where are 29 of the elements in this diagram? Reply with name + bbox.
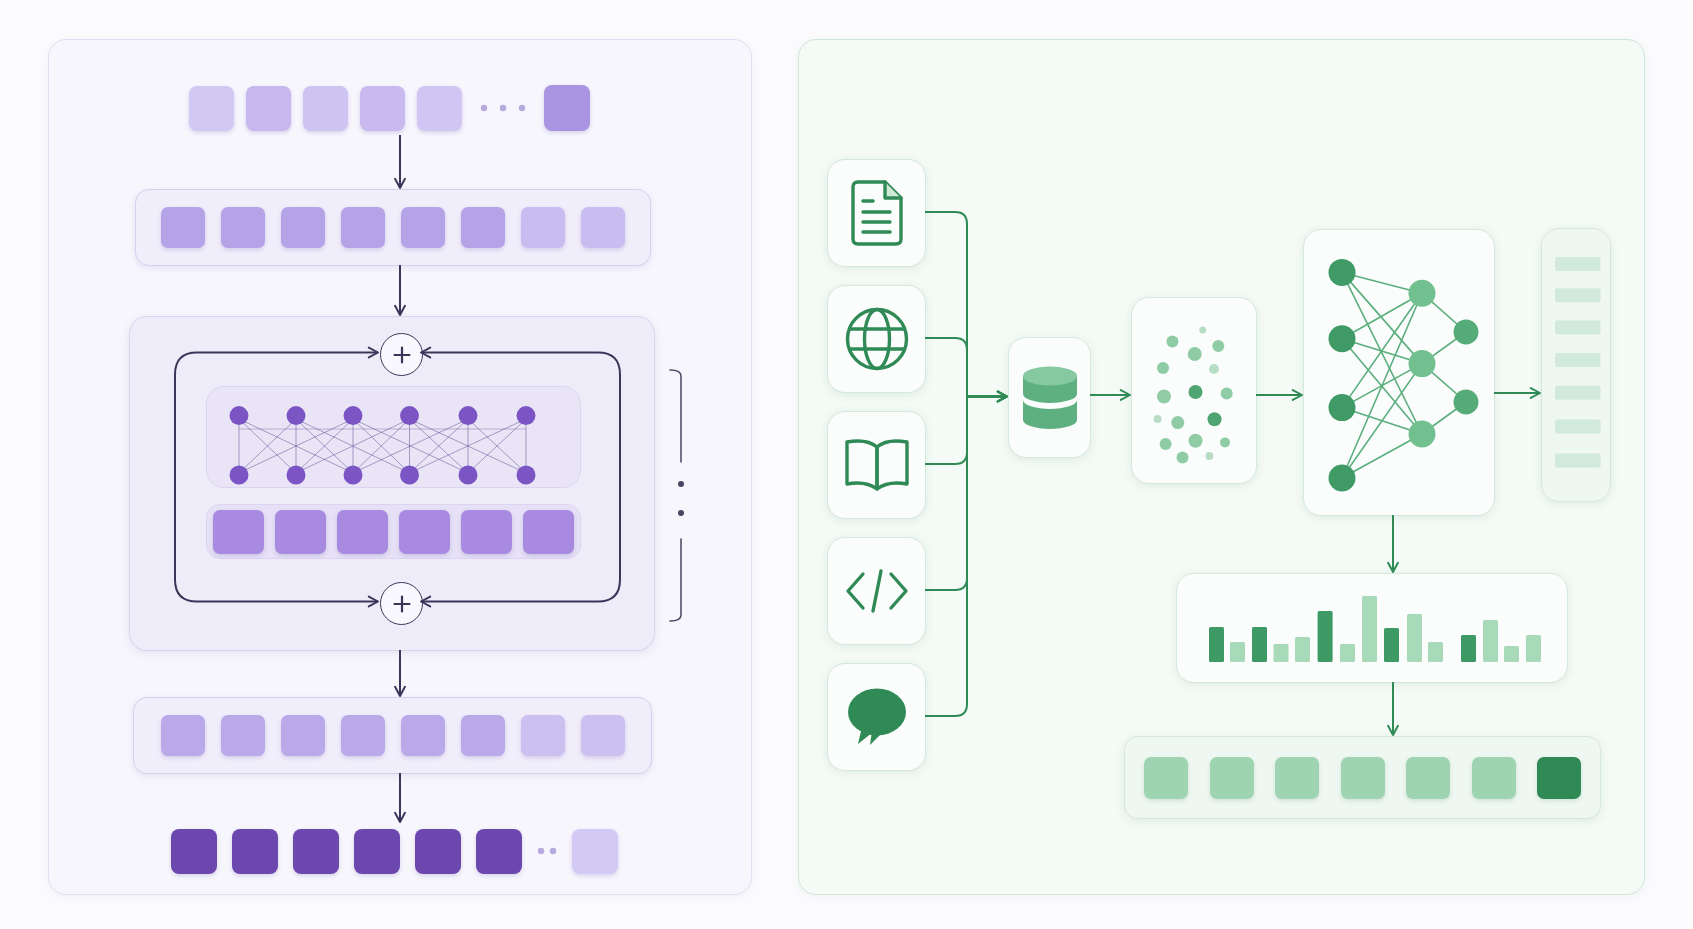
database-card [1008, 337, 1091, 458]
source-card [827, 285, 926, 393]
arrow [420, 346, 621, 608]
arrow [394, 264, 406, 316]
network-card [1303, 229, 1495, 516]
output-list-card [1541, 228, 1611, 502]
arrow [394, 649, 406, 697]
arrow [1387, 681, 1399, 736]
token-bar [135, 189, 651, 266]
arrow [394, 134, 406, 189]
source-card [827, 663, 926, 771]
panel [798, 39, 1645, 895]
source-card [827, 411, 926, 519]
source-card [827, 159, 926, 267]
arrow [1255, 389, 1303, 401]
arrow [394, 772, 406, 823]
embedding-card [1131, 297, 1257, 484]
attention-panel [206, 386, 581, 488]
token-bar [206, 504, 581, 559]
arrow [1387, 514, 1399, 573]
arrow [1089, 389, 1131, 401]
token-bar [133, 697, 652, 774]
arrow [1493, 387, 1541, 399]
arrow [174, 346, 379, 608]
arrow [924, 390, 1008, 717]
token-bar [1124, 736, 1601, 819]
panel [48, 39, 752, 895]
transformer-block [129, 316, 655, 651]
source-card [827, 537, 926, 645]
